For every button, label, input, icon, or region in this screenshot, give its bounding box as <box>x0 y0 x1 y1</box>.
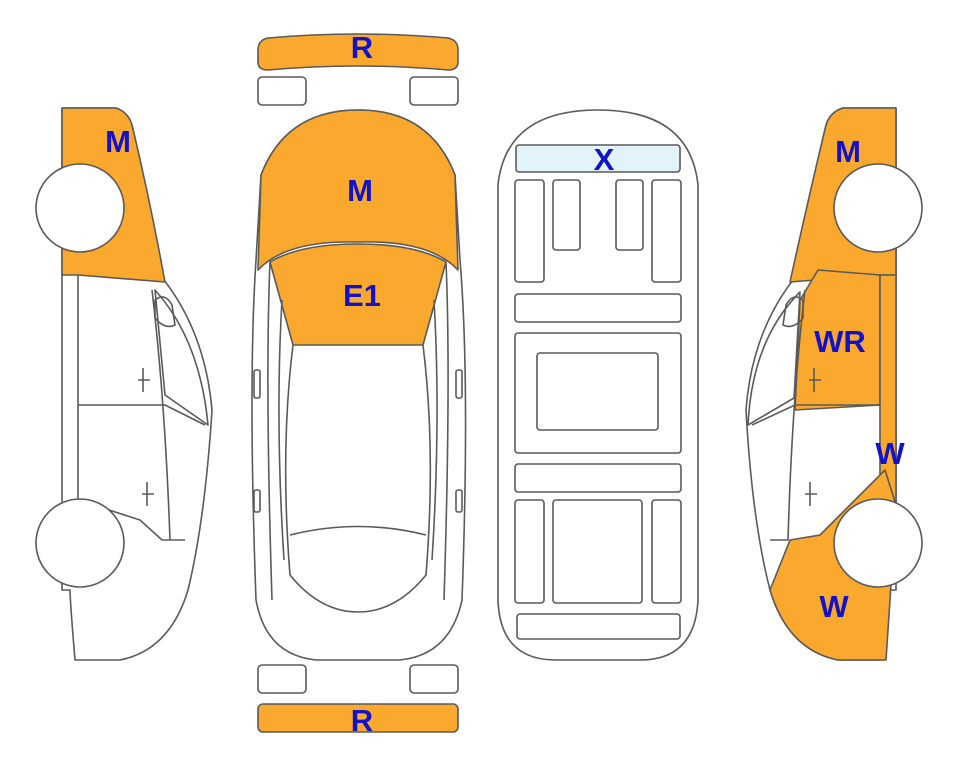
right-side-mirror <box>782 296 804 328</box>
interior-row-divider-1 <box>514 293 682 323</box>
left-front-door-handle <box>138 368 150 392</box>
left-side-windows <box>154 289 209 426</box>
right-side-view: M WR W W <box>745 107 923 661</box>
top-roof-outline <box>284 344 432 613</box>
roof-glass-code: X <box>594 142 615 177</box>
hood-code: M <box>347 173 373 208</box>
front-bumper-code: R <box>351 30 373 65</box>
windshield[interactable] <box>269 243 447 346</box>
interior-view: X <box>497 109 699 661</box>
front-right-light <box>409 76 459 106</box>
right-front-door-code: WR <box>814 324 866 359</box>
front-bumper[interactable] <box>257 33 459 71</box>
right-front-door[interactable] <box>794 269 881 411</box>
left-side-mirror <box>154 296 176 328</box>
left-front-fender-code: M <box>105 124 131 159</box>
interior-front-left-seat <box>514 179 545 283</box>
left-side-view: M <box>35 107 213 661</box>
interior-rear-right-seat <box>651 499 682 604</box>
rear-right-light <box>409 664 459 694</box>
top-body-outline <box>251 109 467 661</box>
interior-front-left-console <box>552 179 581 251</box>
top-right-pillar <box>431 261 449 601</box>
left-rear-door-handle <box>142 482 154 506</box>
right-front-door-handle <box>809 368 821 392</box>
top-right-mirror <box>455 369 463 399</box>
interior-body-outline <box>497 109 699 661</box>
rear-left-light <box>257 664 307 694</box>
right-rear-wheel <box>833 498 923 588</box>
right-front-wheel <box>833 163 923 253</box>
rear-bumper[interactable] <box>257 703 459 733</box>
right-rear-door-handle <box>805 482 817 506</box>
front-left-light <box>257 76 307 106</box>
rear-bumper-code: R <box>351 703 373 738</box>
interior-rear-bench <box>552 499 643 604</box>
interior-front-right-console <box>615 179 644 251</box>
interior-trunk-panel <box>516 613 681 640</box>
left-rear-wheel <box>35 498 125 588</box>
roof-glass[interactable] <box>515 144 681 173</box>
interior-middle-panel <box>536 352 659 431</box>
interior-middle-frame <box>514 332 682 454</box>
top-view: R M E1 R <box>251 30 467 738</box>
windshield-code: E1 <box>343 278 381 313</box>
interior-rear-left-seat <box>514 499 545 604</box>
top-left-handle <box>253 489 261 513</box>
right-side-windows <box>747 291 801 426</box>
top-left-pillar <box>267 261 285 601</box>
top-rear-window <box>289 525 427 536</box>
hood[interactable] <box>257 109 459 271</box>
interior-row-divider-2 <box>514 463 682 493</box>
right-rear-door-code: W <box>875 436 905 471</box>
left-side-door-divider <box>78 404 206 426</box>
interior-front-right-seat <box>651 179 682 283</box>
left-front-wheel <box>35 163 125 253</box>
top-right-handle <box>455 489 463 513</box>
right-front-fender-code: M <box>835 134 861 169</box>
right-rear-quarter-code: W <box>819 589 849 624</box>
top-left-mirror <box>253 369 261 399</box>
